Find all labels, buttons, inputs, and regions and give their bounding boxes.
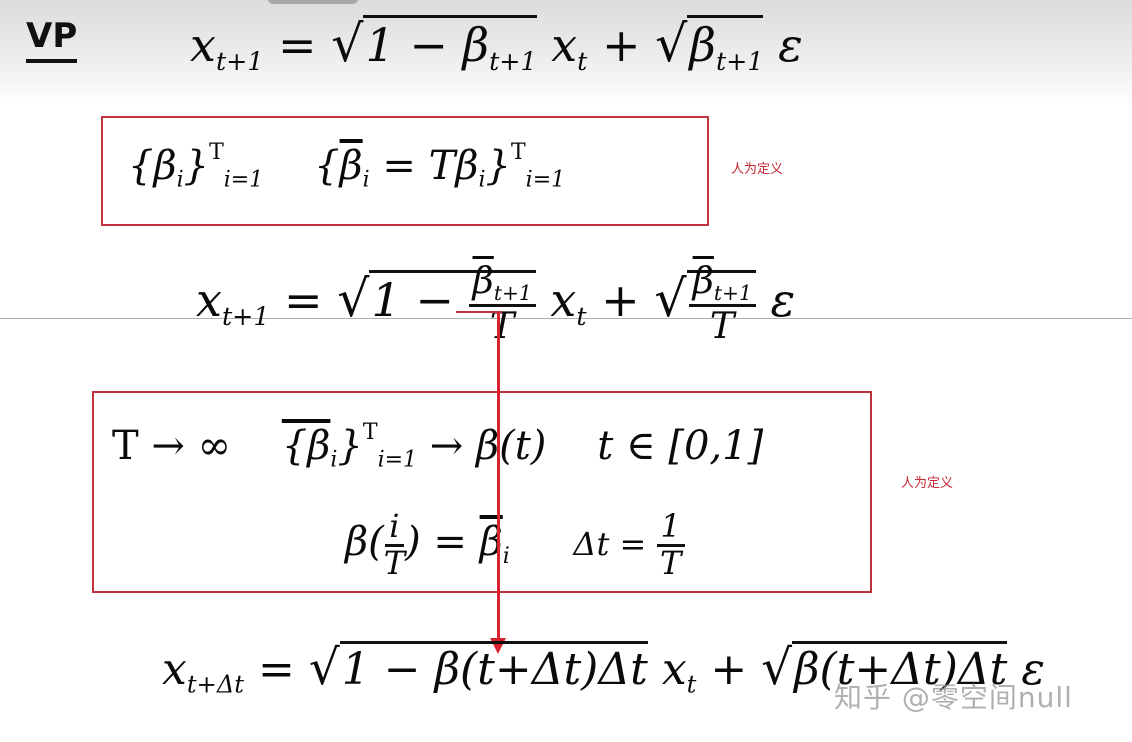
continuous-forward-equation: xt+Δt = √1 − β(t+Δt)Δt xt + √β(t+Δt)Δt ε bbox=[162, 640, 1045, 698]
xt-var: x bbox=[550, 272, 577, 327]
watermark: 知乎 @零空间null bbox=[834, 681, 1073, 714]
bar-set-subscript: i bbox=[330, 447, 338, 473]
bar-set-close: } bbox=[337, 422, 363, 469]
beta-bar-subscript: i bbox=[362, 167, 370, 193]
sqrt-body-text: 1 − β bbox=[365, 18, 490, 72]
frac-denominator: T bbox=[660, 543, 682, 582]
set-lower-limit: i=1 bbox=[377, 447, 418, 473]
lhs-var: x bbox=[162, 644, 187, 695]
sqrt-icon: √ bbox=[308, 640, 340, 696]
lhs-var: x bbox=[196, 272, 222, 327]
beta-of: β( bbox=[345, 519, 384, 566]
beta-set-close: } bbox=[183, 142, 210, 189]
sqrt-icon: √ bbox=[337, 268, 370, 328]
lhs-subscript: t+1 bbox=[221, 301, 270, 331]
beta-subscript: i bbox=[478, 167, 486, 193]
t-domain: t ∈ [0,1] bbox=[597, 422, 764, 469]
epsilon-symbol: ε bbox=[778, 18, 803, 72]
vp-label: VP bbox=[26, 17, 78, 64]
frac-numerator: β bbox=[692, 259, 714, 302]
sqrt-icon: √ bbox=[761, 640, 793, 696]
beta-subscript: t+1 bbox=[715, 46, 764, 76]
page-divider-line bbox=[0, 318, 1132, 319]
sqrt-body: β(t+Δt)Δt bbox=[792, 641, 1008, 695]
annotation-note-1: 人为定义 bbox=[731, 162, 784, 177]
bar-set-open: {β bbox=[281, 422, 331, 469]
one-minus: 1 − bbox=[371, 272, 469, 327]
beta-bar-subscript: i bbox=[502, 543, 510, 569]
lhs-var: x bbox=[190, 18, 216, 72]
bar-set-open: { bbox=[314, 142, 340, 189]
xt-subscript: t bbox=[576, 301, 587, 331]
set-lower-limit: i=1 bbox=[223, 167, 264, 193]
equals-sign: ) = bbox=[405, 519, 480, 566]
lhs-subscript: t+1 bbox=[215, 46, 264, 76]
frac-numerator: 1 bbox=[656, 509, 685, 547]
sqrt-icon: √ bbox=[654, 268, 687, 328]
arrow-down-icon bbox=[490, 638, 506, 654]
beta-bar: β bbox=[479, 519, 503, 566]
definition-box-2 bbox=[92, 391, 872, 593]
set-upper-limit: T bbox=[362, 420, 378, 445]
sqrt-body: 1 − β(t+Δt)Δt bbox=[339, 641, 648, 695]
set-lower-limit: i=1 bbox=[525, 167, 566, 193]
epsilon-symbol: ε bbox=[1021, 644, 1045, 695]
limit-T-to-infinity: T → ∞ bbox=[112, 422, 231, 469]
red-arrow-line bbox=[497, 312, 500, 642]
plus-sign: + bbox=[710, 644, 748, 695]
equals-sign: = bbox=[284, 272, 323, 327]
frac-num-subscript: t+1 bbox=[493, 281, 532, 306]
beta-set-open: {β bbox=[128, 142, 177, 189]
beta-sequence-definitions: {βi}Ti=1 {βi = Tβi}Ti=1 bbox=[128, 140, 565, 192]
lhs-subscript: t+Δt bbox=[186, 670, 245, 699]
equals-sign: = bbox=[278, 18, 317, 72]
epsilon-symbol: ε bbox=[770, 272, 796, 327]
top-gradient-band bbox=[0, 0, 1132, 105]
xt-var: x bbox=[551, 18, 578, 72]
frac-denominator: T bbox=[709, 304, 735, 348]
continuous-limit-line: T → ∞ {βi}Ti=1 → β(t) t ∈ [0,1] bbox=[112, 420, 763, 472]
sqrt-icon: √ bbox=[655, 14, 688, 73]
frac-numerator: β bbox=[472, 259, 494, 302]
definition-box-1 bbox=[101, 116, 709, 226]
delta-t: Δt = bbox=[573, 525, 657, 564]
set-upper-limit: T bbox=[510, 140, 526, 165]
sqrt-icon: √ bbox=[331, 14, 364, 73]
bar-set-close: } bbox=[485, 142, 511, 189]
plus-sign: + bbox=[601, 272, 640, 327]
sqrt-body: βt+1 bbox=[687, 15, 764, 76]
plus-sign: + bbox=[601, 18, 641, 72]
beta-set-subscript: i bbox=[176, 167, 184, 193]
vp-forward-equation: xt+1 = √1 − βt+1 xt + √βt+1 ε bbox=[190, 14, 803, 76]
scaled-beta: = Tβ bbox=[369, 142, 479, 189]
sqrt-body-text: β bbox=[689, 18, 716, 72]
drag-handle[interactable] bbox=[268, 0, 358, 4]
sqrt-body: 1 − βt+1 bbox=[363, 15, 537, 76]
set-upper-limit: T bbox=[209, 140, 224, 165]
xt-subscript: t bbox=[686, 670, 697, 699]
xt-var: x bbox=[661, 644, 687, 695]
maps-to-beta-t: → β(t) bbox=[429, 422, 547, 469]
xt-subscript: t bbox=[577, 46, 588, 76]
equals-sign: = bbox=[258, 644, 295, 695]
annotation-note-2: 人为定义 bbox=[901, 476, 954, 491]
beta-subscript: t+1 bbox=[489, 46, 537, 76]
beta-bar: β bbox=[339, 142, 363, 189]
frac-denominator: T bbox=[489, 304, 515, 348]
frac-numerator: i bbox=[385, 509, 404, 547]
frac-denominator: T bbox=[383, 543, 406, 582]
arrow-start-mark bbox=[456, 311, 502, 313]
frac-num-subscript: t+1 bbox=[713, 281, 752, 306]
